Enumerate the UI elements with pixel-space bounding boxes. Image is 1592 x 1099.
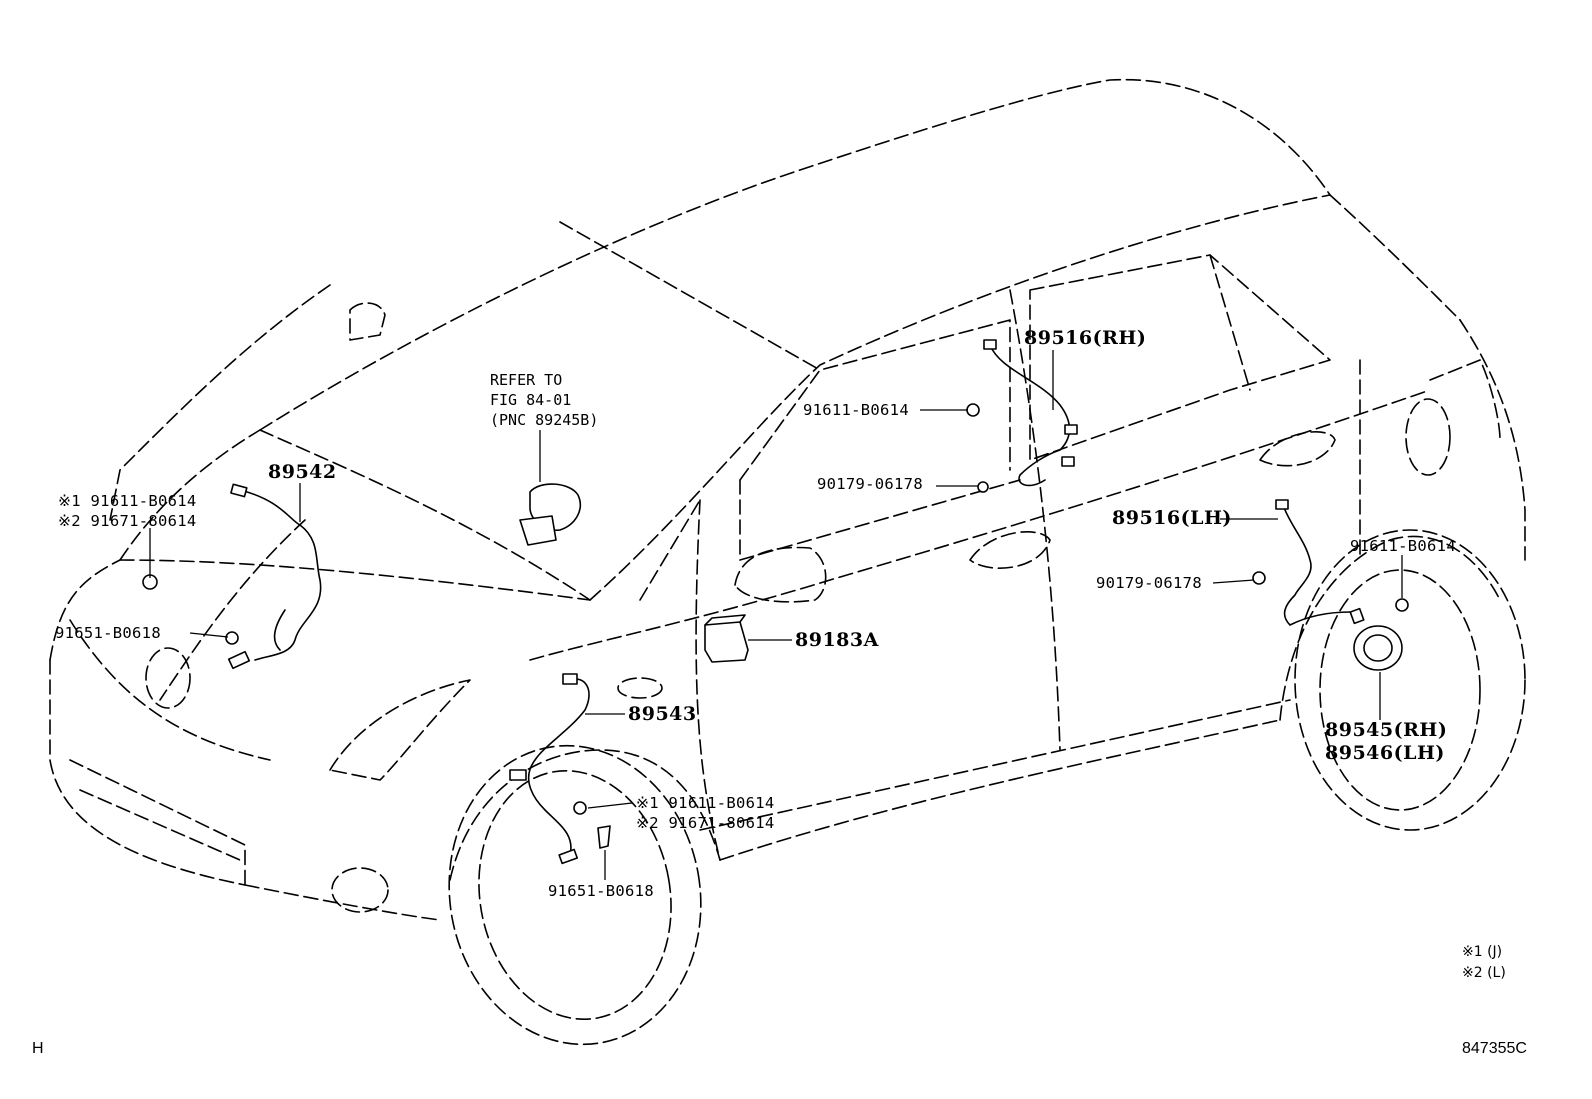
callout-89516-lh: 89516(LH) xyxy=(1112,507,1232,529)
callout-89516-rh: 89516(RH) xyxy=(1024,327,1147,349)
callout-89545-rh: 89545(RH) xyxy=(1325,719,1448,741)
parts-artwork xyxy=(142,339,1409,865)
car-body-outline xyxy=(49,78,1526,1046)
legend-note-1: ※1 (J) xyxy=(1462,944,1503,960)
leader-lines xyxy=(149,350,1403,880)
callout-89183a: 89183A xyxy=(795,629,879,651)
refer-note-line3: (PNC 89245B) xyxy=(490,411,599,429)
callout-front-right-bolt-2: ※2 91671-80614 xyxy=(636,814,775,832)
callout-89543: 89543 xyxy=(628,703,697,725)
callout-rear-lh-bolt: 91611-B0614 xyxy=(1350,537,1456,555)
refer-note-line2: FIG 84-01 xyxy=(490,391,572,409)
callout-rear-rh-clip: 90179-06178 xyxy=(817,475,923,493)
callout-front-left-bolt-2: ※2 91671-80614 xyxy=(58,512,197,530)
footer-left-code: H xyxy=(32,1040,44,1057)
figure-code: 847355C xyxy=(1462,1040,1527,1057)
callout-89546-lh: 89546(LH) xyxy=(1325,742,1445,764)
callout-rear-rh-bolt: 91611-B0614 xyxy=(803,401,909,419)
callout-front-right-bolt-3: 91651-B0618 xyxy=(548,882,654,900)
callout-front-left-bolt-1: ※1 91611-B0614 xyxy=(58,492,197,510)
refer-note-line1: REFER TO xyxy=(490,371,563,389)
legend-note-2: ※2 (L) xyxy=(1462,965,1506,981)
refer-note: REFER TO FIG 84-01 (PNC 89245B) xyxy=(490,370,598,430)
callout-front-left-bolt-3: 91651-B0618 xyxy=(55,624,161,642)
callout-front-right-bolt-1: ※1 91611-B0614 xyxy=(636,794,775,812)
callout-89542: 89542 xyxy=(268,461,337,483)
callout-rear-lh-clip: 90179-06178 xyxy=(1096,574,1202,592)
